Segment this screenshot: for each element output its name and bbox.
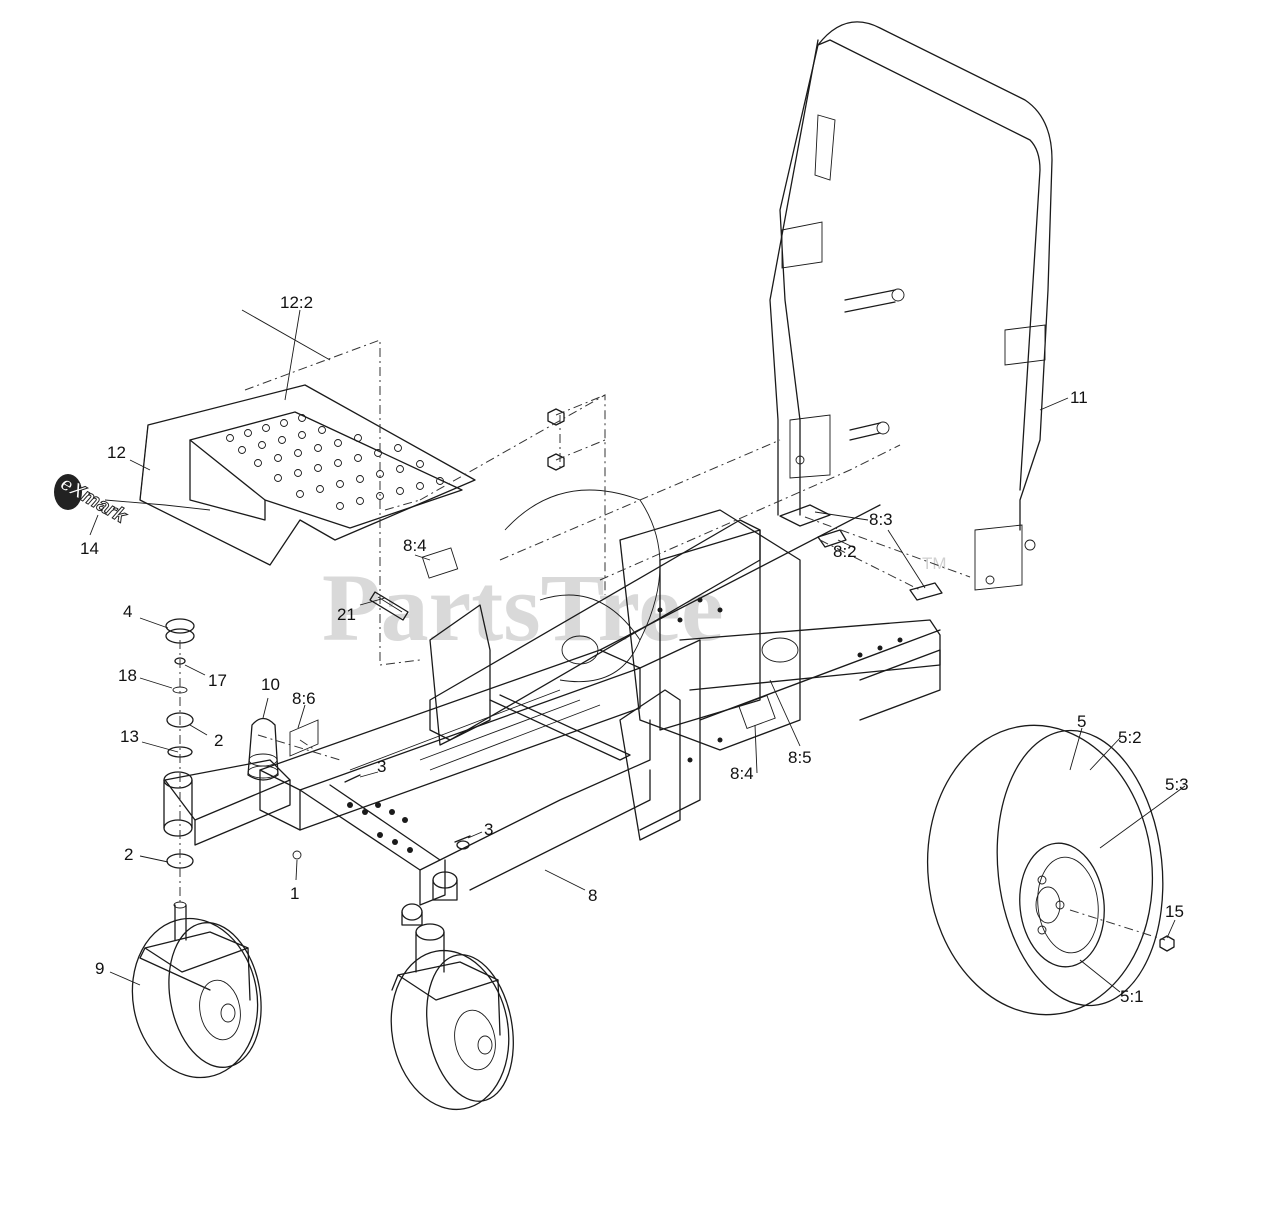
callout-2-top: 2 bbox=[214, 731, 223, 750]
callout-15: 15 bbox=[1165, 902, 1184, 921]
callout-21: 21 bbox=[337, 605, 356, 624]
callout-11: 11 bbox=[1070, 388, 1088, 407]
callout-3-a: 3 bbox=[377, 757, 386, 776]
callout-14: 14 bbox=[80, 539, 99, 558]
callout-8-5: 8:5 bbox=[788, 748, 812, 767]
callout-12-2: 12:2 bbox=[280, 293, 313, 312]
callout-8-2: 8:2 bbox=[833, 542, 857, 561]
callout-8-6: 8:6 bbox=[292, 689, 316, 708]
callout-2-bottom: 2 bbox=[124, 845, 133, 864]
callout-8: 8 bbox=[588, 886, 597, 905]
callout-8-4-bottom: 8:4 bbox=[730, 764, 754, 783]
caster-assembly-left bbox=[131, 618, 291, 1079]
leader-lines bbox=[89, 309, 1186, 993]
small-parts bbox=[247, 408, 1175, 952]
callout-3-b: 3 bbox=[484, 820, 493, 839]
callout-5-1: 5:1 bbox=[1120, 987, 1144, 1006]
callout-4: 4 bbox=[123, 602, 132, 621]
callout-17: 17 bbox=[208, 671, 227, 690]
callout-8-3: 8:3 bbox=[869, 510, 893, 529]
foot-plate bbox=[139, 384, 476, 566]
assembly-lines bbox=[179, 339, 1166, 941]
callout-12: 12 bbox=[107, 443, 126, 462]
callout-5: 5 bbox=[1077, 712, 1086, 731]
callout-8-4-top: 8:4 bbox=[403, 536, 427, 555]
callout-9: 9 bbox=[95, 959, 104, 978]
callout-5-2: 5:2 bbox=[1118, 728, 1142, 747]
callout-5-3: 5:3 bbox=[1165, 775, 1189, 794]
callout-18: 18 bbox=[118, 666, 137, 685]
foot-plate-holes bbox=[226, 414, 444, 510]
main-frame bbox=[259, 489, 941, 926]
roll-bar bbox=[769, 21, 1053, 591]
callout-13: 13 bbox=[120, 727, 139, 746]
exmark-logo: eXmark bbox=[54, 472, 131, 529]
callout-1: 1 bbox=[290, 884, 299, 903]
callout-labels: 12:2 12 14 8:4 21 4 17 18 10 8:6 13 2 3 … bbox=[80, 293, 1189, 1006]
callout-10: 10 bbox=[261, 675, 280, 694]
rear-wheel bbox=[926, 724, 1164, 1016]
watermark-text: PartsTree bbox=[322, 554, 724, 661]
caster-assembly-right bbox=[390, 923, 514, 1111]
